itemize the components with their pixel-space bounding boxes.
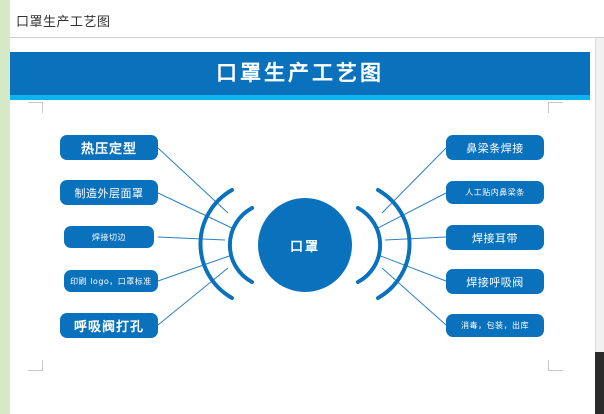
process-node-left-1-label: 热压定型 xyxy=(80,142,137,157)
page-title: 口罩生产工艺图 xyxy=(16,15,111,30)
crop-mark-bottom-left xyxy=(28,360,43,371)
left-green-margin-strip xyxy=(0,0,10,414)
process-node-left-3-label: 焊接切边 xyxy=(92,232,126,242)
process-node-right-2-label: 人工贴内鼻梁条 xyxy=(465,188,525,197)
process-node-left-1[interactable]: 热压定型 xyxy=(60,135,158,160)
process-node-right-1-label: 鼻梁条焊接 xyxy=(466,141,524,155)
hub-node[interactable]: 口罩 xyxy=(258,198,352,292)
vertical-scrollbar[interactable] xyxy=(595,38,604,414)
diagram-title-banner: 口罩生产工艺图 xyxy=(10,52,590,95)
vertical-scrollbar-thumb[interactable] xyxy=(595,352,604,414)
process-node-right-5[interactable]: 消毒，包装，出库 xyxy=(446,314,544,337)
process-node-left-5-label: 呼吸阀打孔 xyxy=(73,320,144,335)
crop-mark-top-left xyxy=(28,102,43,113)
process-node-right-5-label: 消毒，包装，出库 xyxy=(461,321,529,330)
process-node-left-4-label: 印刷 logo，口罩标准 xyxy=(70,276,152,286)
process-node-left-2[interactable]: 制造外层面罩 xyxy=(60,180,158,205)
process-node-left-5[interactable]: 呼吸阀打孔 xyxy=(60,313,158,338)
process-node-right-2[interactable]: 人工贴内鼻梁条 xyxy=(446,181,544,204)
process-node-left-3[interactable]: 焊接切边 xyxy=(64,226,154,248)
process-node-right-3[interactable]: 焊接耳带 xyxy=(446,225,544,250)
process-node-right-4-label: 焊接呼吸阀 xyxy=(466,275,524,289)
crop-mark-bottom-right xyxy=(548,360,563,371)
process-node-right-3-label: 焊接耳带 xyxy=(472,231,518,245)
crop-mark-top-right xyxy=(548,102,563,113)
process-node-right-4[interactable]: 焊接呼吸阀 xyxy=(446,269,544,294)
hub-label: 口罩 xyxy=(289,239,320,255)
process-node-left-4[interactable]: 印刷 logo，口罩标准 xyxy=(64,270,158,292)
process-node-right-1[interactable]: 鼻梁条焊接 xyxy=(446,135,544,160)
document-header: 口罩生产工艺图 xyxy=(10,0,604,38)
process-node-left-2-label: 制造外层面罩 xyxy=(74,186,144,200)
diagram-title-text: 口罩生产工艺图 xyxy=(216,61,384,85)
banner-accent-underline xyxy=(10,95,590,100)
